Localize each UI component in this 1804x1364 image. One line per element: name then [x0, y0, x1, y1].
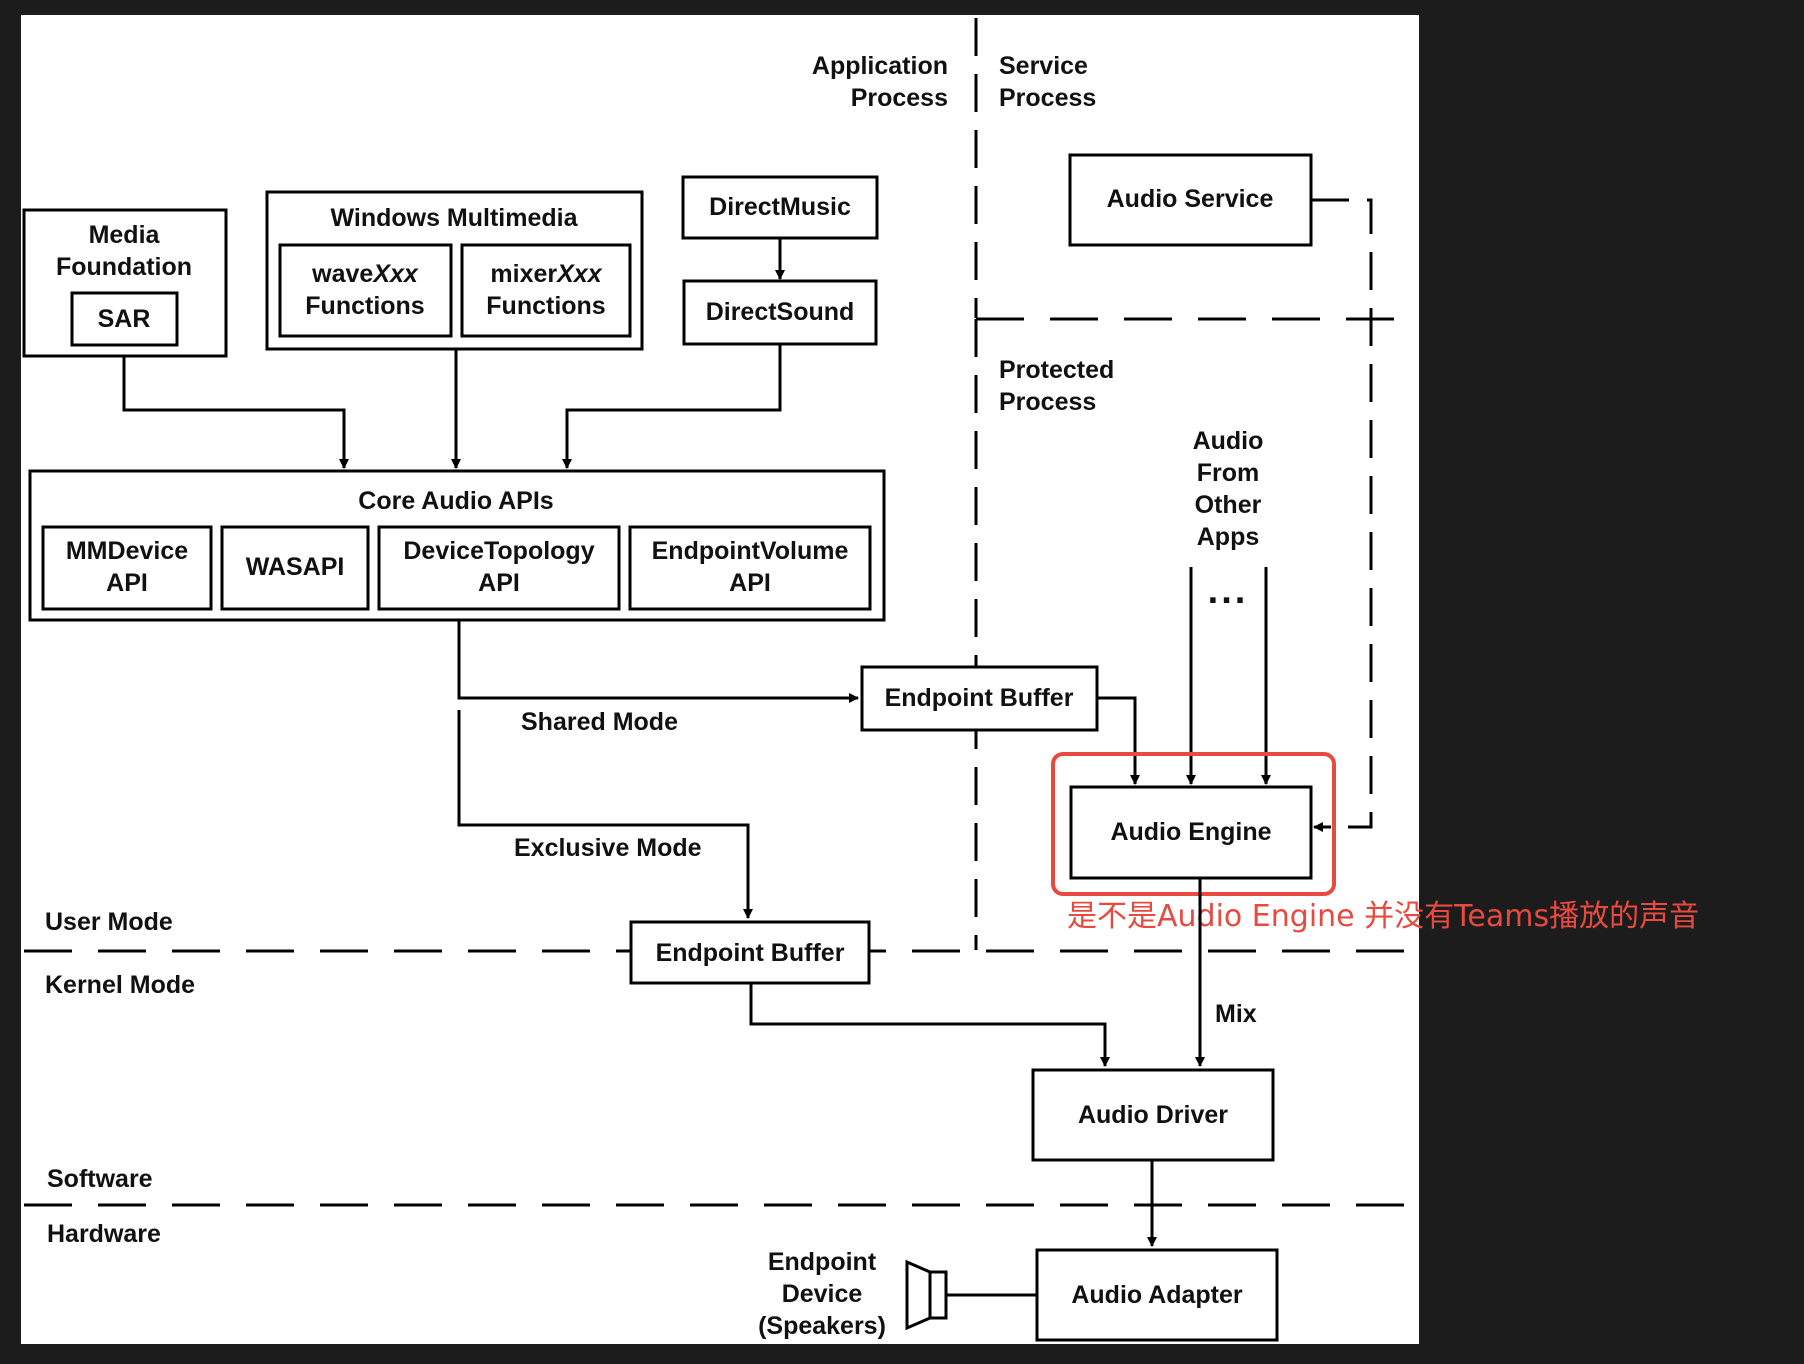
directsound-label: DirectSound: [706, 298, 855, 326]
devicetopology-api-box: [377, 525, 621, 611]
mixer-functions-label-line2: Functions: [486, 292, 605, 320]
endpoint-buffer-shared-label: Endpoint Buffer: [885, 684, 1074, 712]
devicetopology-api-label-line1: DeviceTopology: [403, 537, 594, 565]
other-apps-label-line3: Other: [1195, 491, 1262, 519]
audio-service-connector: [1311, 198, 1373, 829]
mixer-functions-box: [460, 243, 632, 338]
service-process-label-line1: Service: [999, 52, 1088, 80]
endpointvolume-api-label-line1: EndpointVolume: [652, 537, 849, 565]
wave-functions-label-line2: Functions: [305, 292, 424, 320]
wave-functions-box: [278, 243, 453, 338]
annotation-note: 是不是Audio Engine 并没有Teams播放的声音: [1067, 899, 1699, 934]
wave-prefix: wave: [311, 260, 373, 288]
highlight-box: [1051, 752, 1336, 896]
wasapi-box: [220, 525, 370, 611]
audio-engine-box: [1069, 785, 1313, 880]
exclusive-buffer-to-driver-arrow: [749, 983, 1110, 1067]
exclusive-mode-arrow: [457, 710, 753, 919]
shared-mode-arrow: [457, 620, 859, 703]
endpointvolume-api-label-line2: API: [729, 569, 771, 597]
other-apps-ellipsis: ...: [1208, 570, 1249, 612]
directmusic-label: DirectMusic: [709, 193, 851, 221]
software-label: Software: [47, 1165, 153, 1193]
hardware-label: Hardware: [47, 1220, 161, 1248]
endpoint-device-label-line3: (Speakers): [758, 1312, 886, 1340]
user-mode-label: User Mode: [45, 908, 173, 936]
mixer-prefix: mixer: [490, 260, 557, 288]
protected-process-label-line2: Process: [999, 388, 1096, 416]
wave-xxx-italic: Xxx: [371, 260, 419, 288]
mmdevice-api-label-line2: API: [106, 569, 148, 597]
endpointvolume-api-box: [628, 525, 872, 611]
directsound-box: [682, 279, 878, 346]
mixer-xxx-italic: Xxx: [555, 260, 603, 288]
audio-adapter-box: [1035, 1248, 1279, 1342]
other-apps-label-line4: Apps: [1197, 523, 1260, 551]
audio-service-label: Audio Service: [1107, 185, 1274, 213]
endpoint-buffer-exclusive-label: Endpoint Buffer: [656, 939, 845, 967]
core-audio-apis-label: Core Audio APIs: [358, 487, 553, 515]
mmdevice-api-label-line1: MMDevice: [66, 537, 188, 565]
endpoint-buffer-shared-box: [860, 665, 1099, 732]
directsound-to-core-audio-arrow: [562, 344, 782, 469]
protected-process-label-line1: Protected: [999, 356, 1114, 384]
other-apps-label-line1: Audio: [1193, 427, 1264, 455]
sar-to-core-audio-arrow: [122, 356, 349, 469]
speaker-icon: [905, 1259, 948, 1331]
audio-service-box: [1068, 153, 1313, 247]
mmdevice-api-box: [41, 525, 213, 611]
endpoint-device-label-line1: Endpoint: [768, 1248, 877, 1276]
audio-adapter-label: Audio Adapter: [1071, 1281, 1243, 1309]
audio-engine-label: Audio Engine: [1110, 818, 1271, 846]
audio-driver-box: [1031, 1068, 1275, 1162]
other-apps-label-line2: From: [1197, 459, 1260, 487]
exclusive-mode-label: Exclusive Mode: [514, 834, 702, 862]
service-process-label-line2: Process: [999, 84, 1096, 112]
mixer-functions-label-line1: mixerXxx: [490, 260, 602, 288]
windows-multimedia-label: Windows Multimedia: [331, 204, 579, 232]
application-process-label-line2: Process: [851, 84, 948, 112]
kernel-mode-label: Kernel Mode: [45, 971, 195, 999]
directmusic-box: [681, 175, 879, 240]
audio-driver-label: Audio Driver: [1078, 1101, 1228, 1129]
wave-functions-label-line1: waveXxx: [311, 260, 419, 288]
endpoint-device-label-line2: Device: [782, 1280, 863, 1308]
devicetopology-api-label-line2: API: [478, 569, 520, 597]
mix-label: Mix: [1215, 1000, 1257, 1028]
endpoint-buffer-exclusive-box: [629, 920, 871, 985]
sar-box: [70, 291, 179, 347]
application-process-label-line1: Application: [812, 52, 948, 80]
shared-mode-label: Shared Mode: [521, 708, 678, 736]
media-foundation-label-line2: Foundation: [56, 253, 192, 281]
wasapi-label: WASAPI: [246, 553, 345, 581]
sar-label: SAR: [98, 305, 151, 333]
media-foundation-label-line1: Media: [89, 221, 161, 249]
